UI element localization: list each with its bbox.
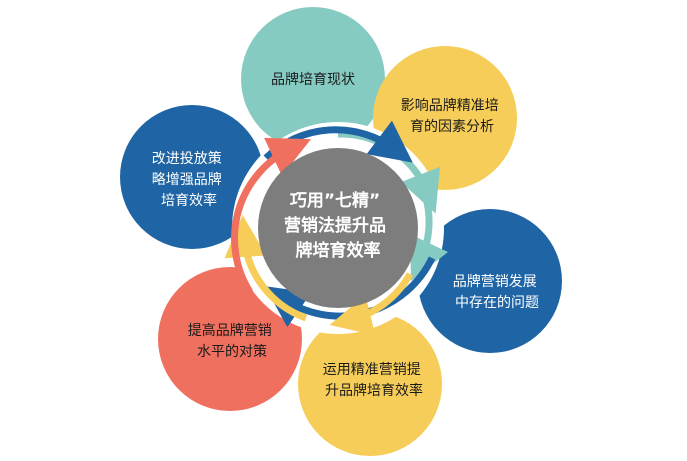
petal-precision-marketing-line-1: 运用精准营销提: [323, 362, 421, 378]
svg-text:改进投放策 略增强品牌 培育效率: 改进投放策 略增强品牌 培育效率: [152, 150, 226, 209]
svg-text:影响品牌精准培 育的因素分析: 影响品牌精准培 育的因素分析: [401, 97, 503, 135]
arrow-yellow-left: [224, 215, 308, 322]
center-title-line-2: 营销法提升品: [284, 215, 386, 236]
center-circle: [258, 148, 418, 308]
center-title-line-1: 巧用”七精”: [290, 190, 380, 211]
petal-improve-strategy-line-2: 略增强品牌: [152, 171, 222, 188]
center-title-line-3: 牌培育效率: [296, 240, 381, 261]
svg-text:品牌营销发展 中存在的问题: 品牌营销发展 中存在的问题: [453, 273, 541, 311]
svg-text:品牌培育现状: 品牌培育现状: [271, 71, 355, 88]
petal-brand-status: 品牌培育现状: [241, 7, 385, 151]
petal-precision-marketing-line-2: 升品牌培育效率: [325, 382, 423, 399]
petal-influence-factors-line-1: 影响品牌精准培: [401, 97, 499, 114]
petal-brand-status-line-1: 品牌培育现状: [271, 71, 355, 88]
svg-text:运用精准营销提 升品牌培育效率: 运用精准营销提 升品牌培育效率: [323, 362, 425, 399]
petal-improve-strategy-line-3: 培育效率: [161, 192, 217, 209]
petal-marketing-problems: 品牌营销发展 中存在的问题: [418, 209, 562, 353]
arrow-teal-2: [410, 197, 448, 281]
petal-influence-factors-line-2: 育的因素分析: [410, 119, 494, 135]
petal-improve-level-line-2: 水平的对策: [197, 343, 267, 360]
petal-improve-strategy: 改进投放策 略增强品牌 培育效率: [120, 105, 264, 249]
petal-marketing-problems-line-2: 中存在的问题: [455, 295, 539, 311]
petal-marketing-problems-line-1: 品牌营销发展: [453, 273, 537, 290]
petal-precision-marketing: 运用精准营销提 升品牌培育效率: [298, 312, 442, 456]
cycle-arrows: [224, 120, 448, 336]
arrow-red-left: [231, 137, 312, 294]
petal-improve-strategy-line-1: 改进投放策: [152, 150, 222, 167]
center-hub: 巧用”七精” 营销法提升品 牌培育效率: [258, 148, 418, 308]
svg-text:提高品牌营销 水平的对策: 提高品牌营销 水平的对策: [188, 322, 276, 360]
svg-text:巧用”七精” 营销法提升品 牌培育效: 巧用”七精” 营销法提升品 牌培育效率: [284, 190, 392, 261]
petal-improve-level-line-1: 提高品牌营销: [188, 322, 272, 339]
arrow-yellow-bottom: [329, 272, 414, 336]
